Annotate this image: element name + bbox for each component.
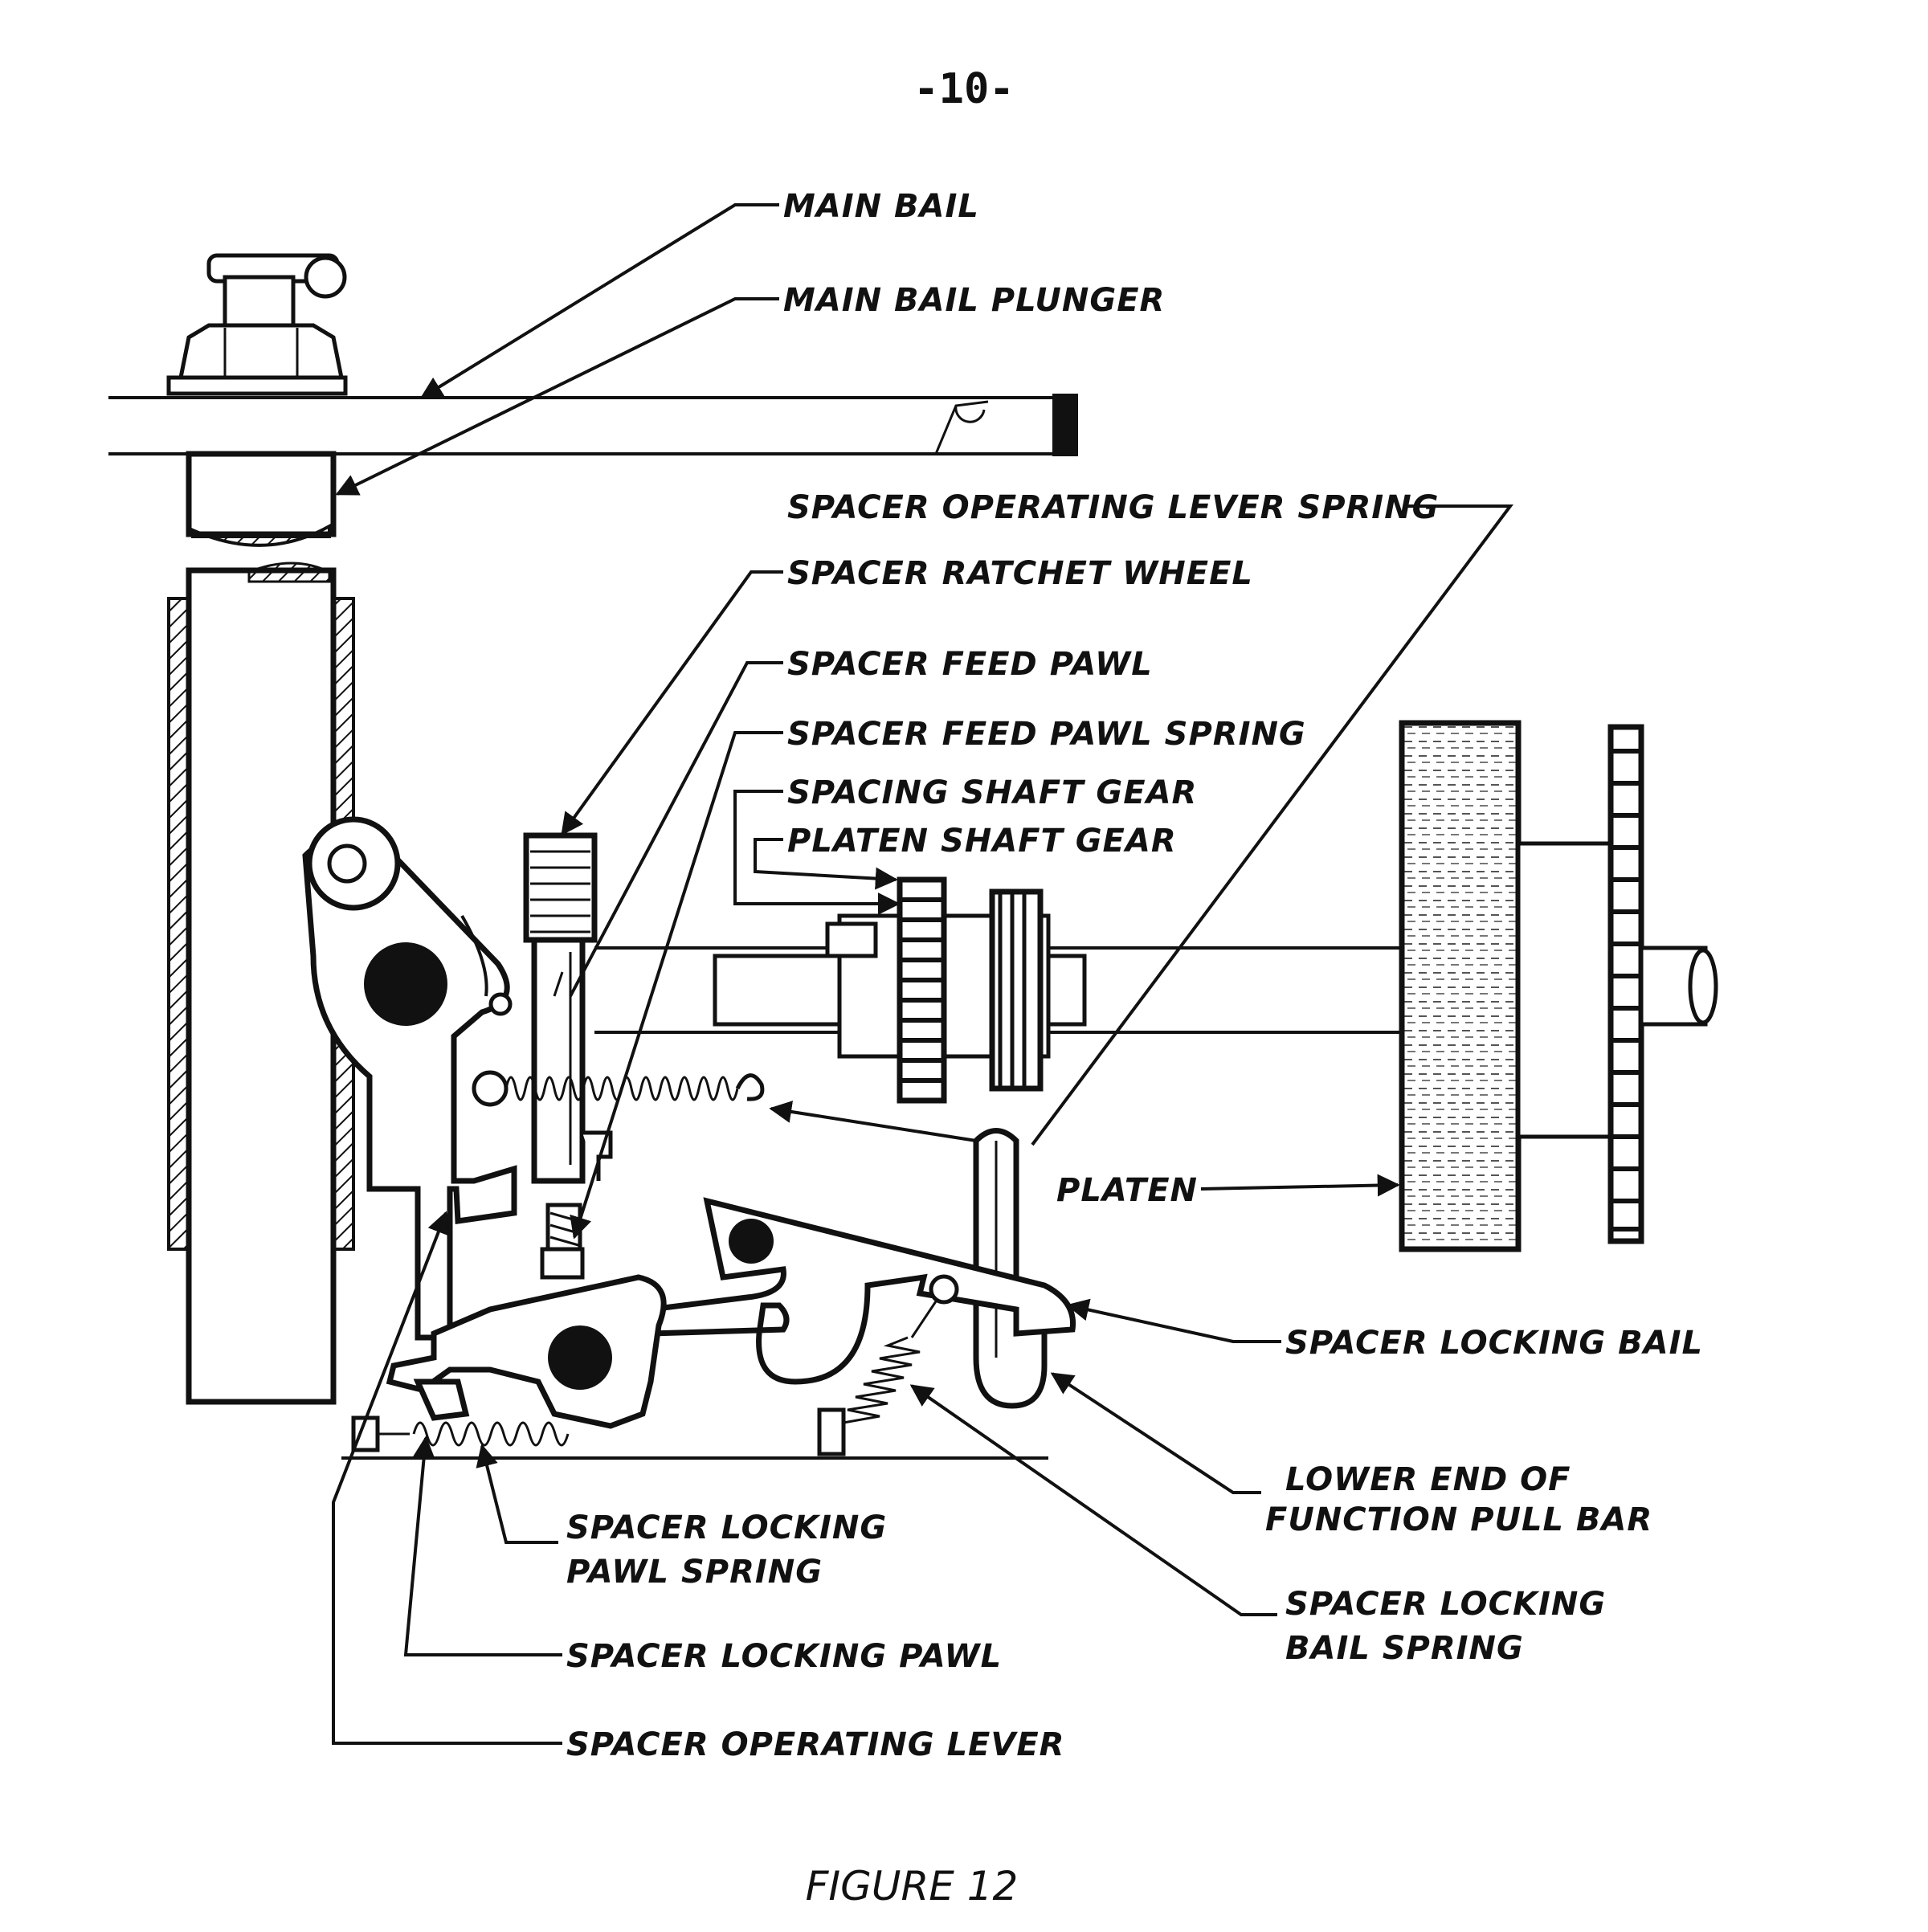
spacing-shaft-gear (897, 876, 947, 1104)
label-main-bail-plunger: MAIN BAIL PLUNGER (783, 282, 1165, 319)
spacer-locking-bail (647, 1197, 1076, 1385)
hex-nut (178, 323, 345, 380)
label-platen: PLATEN (1056, 1172, 1198, 1209)
label-spacer-operating-lever-spring: SPACER OPERATING LEVER SPRING (787, 489, 1440, 526)
leader-lines (332, 203, 1513, 1745)
spacer-locking-bail-spring (817, 1301, 937, 1456)
spacer-ratchet-wheel (523, 832, 613, 1280)
label-lower-end-line1: LOWER END OF (1285, 1461, 1571, 1498)
plunger-stem (223, 275, 296, 332)
label-spacer-feed-pawl-spring: SPACER FEED PAWL SPRING (787, 716, 1306, 753)
label-main-bail: MAIN BAIL (783, 188, 979, 225)
callout-labels: MAIN BAIL MAIN BAIL PLUNGER SPACER OPERA… (566, 188, 1703, 1763)
lever-pivot-hole (327, 843, 367, 884)
label-locking-bail-spring-line2: BAIL SPRING (1285, 1630, 1524, 1667)
label-spacer-operating-lever: SPACER OPERATING LEVER (566, 1726, 1064, 1763)
function-pull-bar (973, 1128, 1048, 1409)
lever-pin (488, 992, 513, 1016)
ratchet-teeth (530, 850, 590, 933)
label-platen-shaft-gear: PLATEN SHAFT GEAR (787, 823, 1177, 860)
spacing-shaft (594, 876, 1402, 1104)
spacer-operating-lever-spring (472, 1070, 765, 1107)
platen-drum (1399, 720, 1522, 1252)
label-locking-bail-spring-line1: SPACER LOCKING (1285, 1586, 1606, 1623)
cap-eye (304, 255, 347, 299)
locking-bail-spring-eye (929, 1274, 959, 1305)
main-bail-end (1052, 394, 1078, 456)
label-spacer-locking-pawl: SPACER LOCKING PAWL (566, 1638, 1002, 1675)
main-bail-plunger (186, 451, 337, 537)
label-spacer-feed-pawl: SPACER FEED PAWL (787, 646, 1153, 683)
vertical-post (167, 562, 355, 1405)
page-number: -10- (913, 65, 1014, 113)
spacer-operating-lever (302, 816, 517, 1341)
label-locking-pawl-spring-line1: SPACER LOCKING (566, 1509, 887, 1546)
main-bail-assembly (108, 253, 1078, 547)
label-spacer-ratchet-wheel: SPACER RATCHET WHEEL (787, 555, 1253, 592)
label-spacing-shaft-gear: SPACING SHAFT GEAR (787, 774, 1197, 811)
locking-pawl-pivot (548, 1325, 612, 1390)
spacer-locking-pawl-spring (341, 1415, 1048, 1460)
label-locking-pawl-spring-line2: PAWL SPRING (566, 1554, 823, 1591)
locking-bail-pivot (729, 1219, 774, 1264)
figure-caption: FIGURE 12 (806, 1863, 1019, 1910)
lever-pivot-stud (364, 942, 447, 1026)
spacer-locking-pawl (386, 1274, 667, 1429)
platen-assembly (1399, 720, 1718, 1252)
label-spacer-locking-bail: SPACER LOCKING BAIL (1285, 1325, 1703, 1362)
platen-gear (1607, 724, 1644, 1244)
label-lower-end-line2: FUNCTION PULL BAR (1265, 1501, 1652, 1538)
